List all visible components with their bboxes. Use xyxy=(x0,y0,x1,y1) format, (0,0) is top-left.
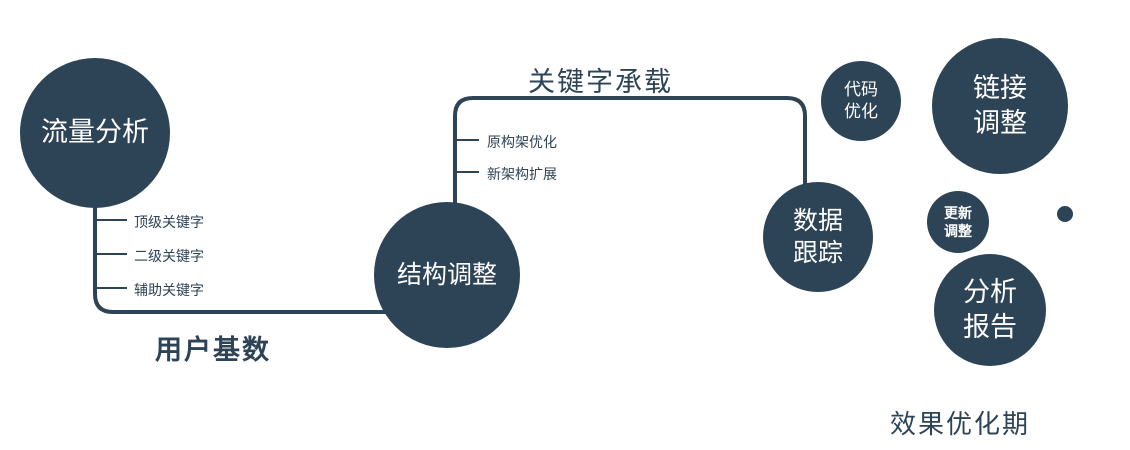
branch-label-new-architecture: 新架构扩展 xyxy=(487,166,557,182)
branch-label-orig-architecture: 原构架优化 xyxy=(487,134,557,150)
branch-label-aux-keyword: 辅助关键字 xyxy=(134,282,204,298)
node-update-adjustment: 更新 调整 xyxy=(927,191,989,253)
node-update-adjustment-line2: 调整 xyxy=(944,223,972,239)
node-small-dot xyxy=(1057,206,1073,222)
node-link-adjustment: 链接 调整 xyxy=(932,38,1068,174)
node-traffic-analysis: 流量分析 xyxy=(20,58,170,208)
footer-label-effect-optimization: 效果优化期 xyxy=(890,409,1031,439)
branch-label-second-keyword: 二级关键字 xyxy=(134,248,204,264)
node-structure-adjustment-label: 结构调整 xyxy=(396,260,497,289)
node-analysis-report: 分析 报告 xyxy=(934,254,1046,366)
node-update-adjustment-line1: 更新 xyxy=(944,204,972,221)
branch-label-top-keyword: 顶级关键字 xyxy=(134,214,204,230)
node-link-adjustment-line2: 调整 xyxy=(973,108,1027,138)
node-code-optimization-line2: 优化 xyxy=(844,102,878,121)
edge-label-user-base: 用户基数 xyxy=(155,335,271,365)
node-data-tracking-line2: 跟踪 xyxy=(792,239,843,267)
node-data-tracking-line1: 数据 xyxy=(792,206,843,235)
connector-keyword-carry-path xyxy=(453,96,807,207)
node-analysis-report-line2: 报告 xyxy=(963,312,1017,342)
node-data-tracking: 数据 跟踪 xyxy=(763,182,873,292)
node-link-adjustment-line1: 链接 xyxy=(973,72,1027,103)
node-traffic-analysis-label: 流量分析 xyxy=(41,117,149,148)
node-code-optimization: 代码 优化 xyxy=(821,61,901,141)
edge-label-keyword-carry: 关键字承载 xyxy=(528,67,673,97)
node-analysis-report-line1: 分析 xyxy=(963,276,1017,307)
node-structure-adjustment: 结构调整 xyxy=(374,202,520,348)
connector-user-base-path xyxy=(93,198,392,314)
node-code-optimization-line1: 代码 xyxy=(844,79,878,99)
